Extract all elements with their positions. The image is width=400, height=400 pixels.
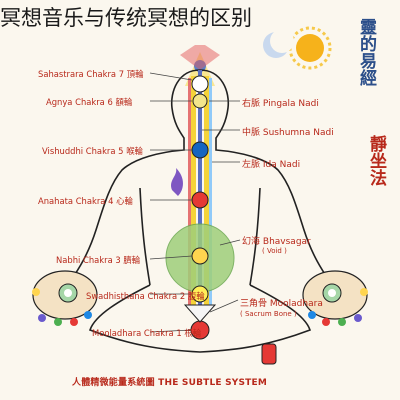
moon-icon: [263, 29, 294, 58]
label-sahastrara: Sahastrara Chakra 7 頂輪: [38, 69, 144, 79]
leader-lines: [149, 72, 241, 333]
label-bhavsagar: 幻海 Bhavsagar: [242, 237, 311, 247]
right-hand: [302, 270, 368, 326]
nadi-channels: [188, 70, 212, 310]
left-hand: [32, 270, 98, 326]
label-sacrum: 三角骨 Mooladhara: [240, 299, 323, 309]
body-outline: [69, 69, 331, 353]
label-ida: 左脈 Ida Nadi: [242, 160, 301, 170]
label-void: ( Void ): [262, 247, 287, 255]
sun-icon: [288, 26, 332, 70]
label-mooladhara-chakra: Mooladhara Chakra 1 根輪: [92, 328, 202, 338]
label-sushumna: 中脈 Sushumna Nadi: [242, 128, 334, 138]
side-title-bottom: 靜坐法: [366, 135, 386, 186]
label-pingala: 右脈 Pingala Nadi: [242, 99, 319, 109]
label-swadhisthana: Swadhisthana Chakra 2 腹輪: [86, 291, 205, 301]
label-vishuddhi: Vishuddhi Chakra 5 喉輪: [42, 146, 143, 156]
label-nabhi: Nabhi Chakra 3 臍輪: [56, 255, 141, 265]
label-agnya: Agnya Chakra 6 額輪: [46, 97, 133, 107]
side-title-top: 靈的易經: [356, 18, 376, 86]
flame-icon: [171, 168, 183, 196]
label-anahata: Anahata Chakra 4 心輪: [38, 196, 133, 206]
candle-icon: [261, 343, 277, 365]
label-sacrum-bone: ( Sacrum Bone ): [240, 310, 297, 318]
footer-caption: 人體精微能量系統圖 THE SUBTLE SYSTEM: [72, 378, 268, 388]
page-title: 冥想音乐与传统冥想的区别: [0, 6, 252, 30]
